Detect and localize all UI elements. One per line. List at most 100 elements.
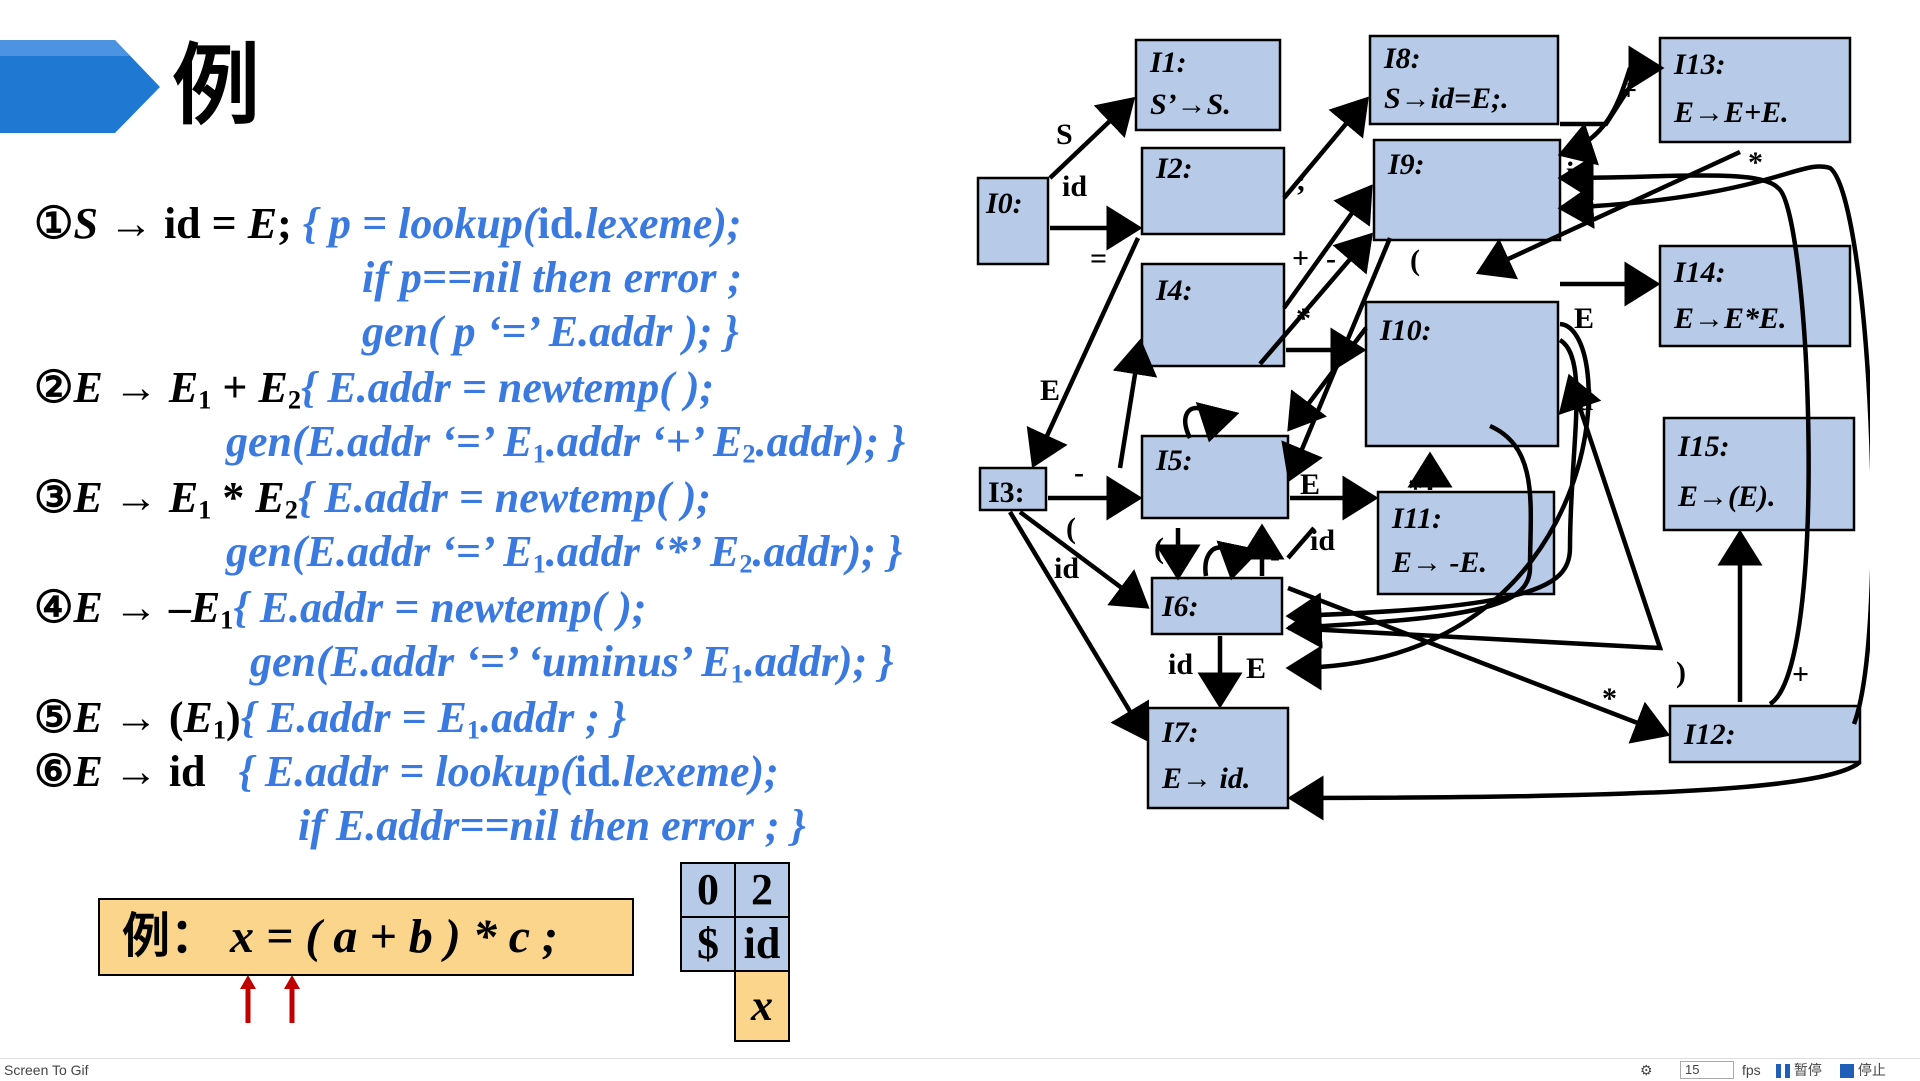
stack-state-1: 2 bbox=[734, 862, 790, 918]
svg-text:E: E bbox=[1300, 468, 1320, 501]
svg-text:S→id=E;.: S→id=E;. bbox=[1384, 82, 1509, 115]
state-I7: I7: E→ id. bbox=[1146, 706, 1290, 810]
pause-icon bbox=[1776, 1064, 1790, 1079]
rule-2: ②E → E1 + E2{ E.addr = newtemp( ); bbox=[34, 363, 715, 415]
svg-text:(: ( bbox=[1066, 512, 1076, 545]
state-I4: I4: bbox=[1140, 262, 1286, 368]
svg-text:id: id bbox=[1054, 552, 1079, 585]
state-I2: I2: bbox=[1140, 146, 1286, 236]
input-pointer-arrows bbox=[240, 975, 300, 1023]
svg-text:I4:: I4: bbox=[1155, 274, 1193, 307]
state-I14: I14: E→E*E. bbox=[1658, 244, 1852, 348]
state-I3: I3: bbox=[978, 466, 1048, 512]
state-I13: I13: E→E+E. bbox=[1658, 36, 1852, 144]
lr-automaton-diagram: I0: I1: S’→S. I2: I3: I4: I5: I6: I7: E→ i… bbox=[976, 34, 1870, 821]
svg-text:I3:: I3: bbox=[988, 476, 1025, 509]
fps-input[interactable]: 15 bbox=[1680, 1061, 1734, 1079]
svg-text:*: * bbox=[1748, 146, 1763, 179]
svg-text:I14:: I14: bbox=[1673, 256, 1726, 289]
svg-text:I7:: I7: bbox=[1161, 716, 1199, 749]
svg-text:+: + bbox=[1292, 242, 1309, 275]
svg-text:-: - bbox=[1074, 456, 1084, 489]
app-name: Screen To Gif bbox=[4, 1062, 89, 1078]
recorder-toolbar: Screen To Gif ⚙ 15 fps 暂停 停止 bbox=[0, 1058, 1920, 1081]
example-input-box: 例： x = ( a + b ) * c ; bbox=[98, 898, 634, 976]
svg-text:I5:: I5: bbox=[1155, 444, 1193, 477]
state-I11: I11: E→ -E. bbox=[1376, 490, 1556, 596]
svg-text:S’→S.: S’→S. bbox=[1150, 88, 1231, 121]
stop-button[interactable]: 停止 bbox=[1840, 1060, 1886, 1080]
rule-1-action-3: gen( p ‘=’ E.addr ); } bbox=[362, 307, 739, 356]
example-label: 例： bbox=[122, 910, 219, 963]
svg-text:*: * bbox=[1408, 472, 1423, 505]
svg-text:I15:: I15: bbox=[1677, 430, 1730, 463]
svg-text:E→E*E.: E→E*E. bbox=[1673, 302, 1787, 335]
rule-3: ③E → E1 * E2{ E.addr = newtemp( ); bbox=[34, 473, 712, 525]
svg-text:I11:: I11: bbox=[1391, 502, 1442, 535]
stack-symbol-1: id bbox=[734, 916, 790, 972]
pause-label: 暂停 bbox=[1793, 1062, 1822, 1078]
rule-4: ④E → –E1{ E.addr = newtemp( ); bbox=[34, 583, 647, 635]
rule-4-action-2: gen(E.addr ‘=’ ‘uminus’ E1.addr); } bbox=[250, 637, 894, 689]
rule-6-action-2: if E.addr==nil then error ; } bbox=[298, 801, 806, 850]
rule-6: ⑥E → id { E.addr = lookup(id.lexeme); bbox=[34, 747, 779, 796]
state-I12: I12: bbox=[1668, 704, 1862, 764]
svg-text:I0:: I0: bbox=[985, 187, 1023, 220]
svg-text:id: id bbox=[1568, 384, 1593, 417]
state-I9: I9: bbox=[1372, 138, 1562, 242]
svg-text:id: id bbox=[1310, 524, 1335, 557]
state-I0: I0: bbox=[976, 176, 1050, 266]
pause-button[interactable]: 暂停 bbox=[1776, 1060, 1822, 1080]
state-I5: I5: bbox=[1140, 434, 1290, 520]
rule-1-action-2: if p==nil then error ; bbox=[362, 253, 743, 302]
svg-text:(: ( bbox=[1154, 532, 1164, 565]
svg-text:;: ; bbox=[1296, 164, 1306, 197]
svg-text:E→(E).: E→(E). bbox=[1677, 480, 1776, 513]
rule-2-action-2: gen(E.addr ‘=’ E1.addr ‘+’ E2.addr); } bbox=[226, 417, 906, 469]
state-I1: I1: S’→S. bbox=[1134, 38, 1282, 132]
state-I6: I6: bbox=[1150, 576, 1284, 636]
svg-text:I2:: I2: bbox=[1155, 152, 1193, 185]
svg-text:E: E bbox=[1246, 652, 1266, 685]
svg-text:I1:: I1: bbox=[1149, 46, 1187, 79]
svg-text:I9:: I9: bbox=[1387, 148, 1425, 181]
state-I8: I8: S→id=E;. bbox=[1368, 34, 1560, 126]
example-expression: x = ( a + b ) * c ; bbox=[230, 910, 558, 963]
svg-text:E→E+E.: E→E+E. bbox=[1673, 96, 1789, 129]
svg-text:+: + bbox=[1792, 658, 1809, 691]
svg-text:=: = bbox=[1090, 242, 1107, 275]
stop-icon bbox=[1840, 1064, 1854, 1079]
svg-text:E: E bbox=[1040, 374, 1060, 407]
svg-text:*: * bbox=[1296, 302, 1311, 335]
svg-text:-: - bbox=[1326, 242, 1336, 275]
svg-text:): ) bbox=[1676, 656, 1686, 689]
svg-text:id: id bbox=[1566, 156, 1591, 189]
state-I10: I10: bbox=[1364, 300, 1560, 448]
svg-text:E→ id.: E→ id. bbox=[1161, 762, 1250, 795]
edge-labels: S id = E - ( id ; + * - E id ( - * ( - i… bbox=[1040, 74, 1809, 715]
svg-text:id: id bbox=[1062, 170, 1087, 203]
slide-title: 例 bbox=[172, 34, 261, 137]
rule-3-action-2: gen(E.addr ‘=’ E1.addr ‘*’ E2.addr); } bbox=[226, 527, 903, 579]
svg-text:-: - bbox=[1270, 540, 1280, 573]
svg-text:I13:: I13: bbox=[1673, 48, 1726, 81]
svg-text:(: ( bbox=[1410, 244, 1420, 277]
stack-symbol-0: $ bbox=[680, 916, 736, 972]
svg-text:I10:: I10: bbox=[1379, 314, 1432, 347]
settings-gear-icon[interactable]: ⚙ bbox=[1640, 1062, 1653, 1078]
svg-text:*: * bbox=[1602, 682, 1617, 715]
svg-text:I12:: I12: bbox=[1683, 718, 1736, 751]
rule-1: ①S → id = E; { p = lookup(id.lexeme); bbox=[34, 199, 742, 248]
svg-text:E→ -E.: E→ -E. bbox=[1391, 546, 1487, 579]
svg-text:E: E bbox=[1574, 302, 1594, 335]
svg-text:id: id bbox=[1168, 648, 1193, 681]
rule-5: ⑤E → (E1){ E.addr = E1.addr ; } bbox=[34, 693, 627, 745]
stack-attr-1: x bbox=[734, 970, 790, 1042]
svg-text:I8:: I8: bbox=[1383, 42, 1421, 75]
stop-label: 停止 bbox=[1857, 1062, 1886, 1078]
title-arrow-banner bbox=[0, 40, 160, 133]
svg-text:-: - bbox=[1336, 342, 1346, 375]
state-I15: I15: E→(E). bbox=[1662, 416, 1856, 532]
svg-text:+: + bbox=[1620, 74, 1637, 107]
svg-text:S: S bbox=[1056, 118, 1073, 151]
